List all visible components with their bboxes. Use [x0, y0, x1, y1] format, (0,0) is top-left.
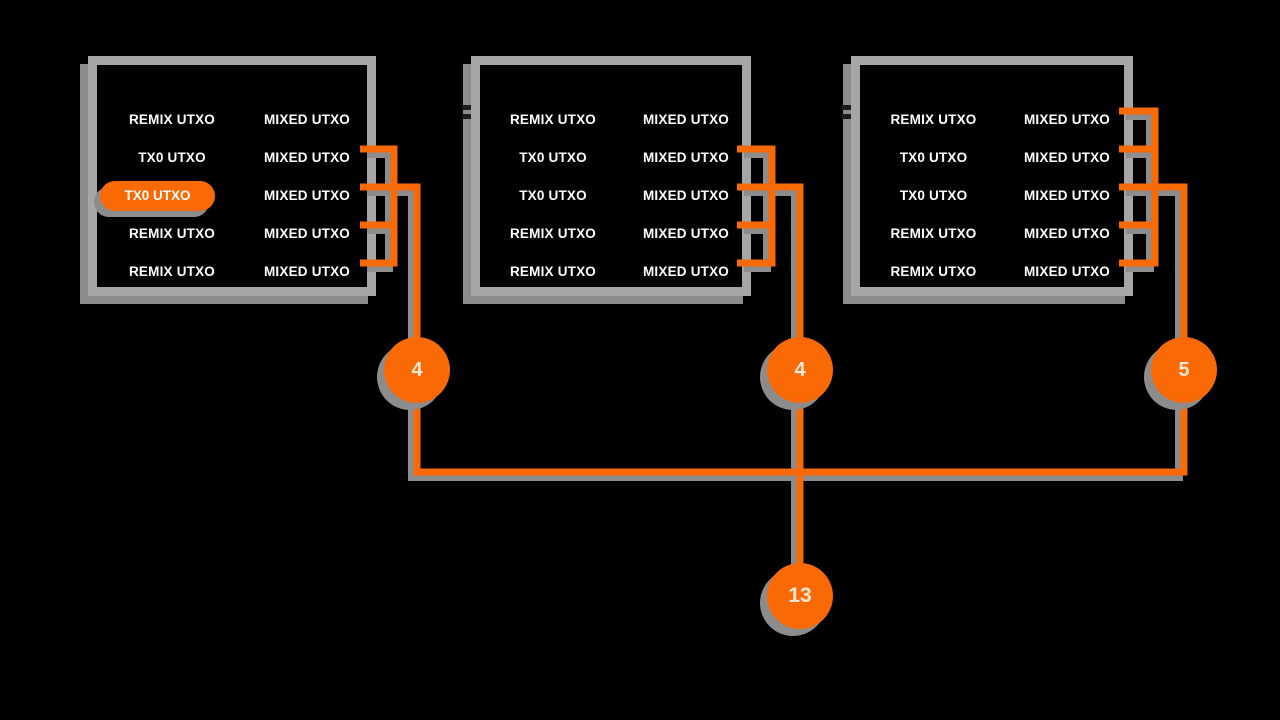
- mixed-utxo-label: MIXED UTXO: [263, 226, 350, 241]
- mixed-utxo-label: MIXED UTXO: [263, 112, 350, 127]
- tx0-utxo-label: TX0 UTXO: [899, 150, 968, 165]
- edge-c3-to-bus: [800, 370, 1188, 476]
- tx0-utxo-label: TX0 UTXO: [138, 150, 206, 165]
- mixed-utxo-label: MIXED UTXO: [1023, 150, 1110, 165]
- mixed-utxo-label: MIXED UTXO: [642, 150, 729, 165]
- remix-utxo-label: REMIX UTXO: [509, 112, 596, 127]
- utxo-row[interactable]: REMIX UTXO MIXED UTXO: [97, 215, 367, 253]
- utxo-row[interactable]: REMIX UTXO MIXED UTXO: [480, 101, 742, 139]
- cycle-2-count-node[interactable]: 4: [767, 337, 833, 403]
- mixed-utxo-label: MIXED UTXO: [642, 264, 729, 279]
- remix-utxo-label: REMIX UTXO: [128, 264, 215, 279]
- utxo-row[interactable]: TX0 UTXO MIXED UTXO: [860, 139, 1124, 177]
- remix-utxo-label: REMIX UTXO: [890, 264, 977, 279]
- mixed-utxo-label: MIXED UTXO: [1023, 264, 1110, 279]
- utxo-row[interactable]: REMIX UTXO MIXED UTXO: [480, 215, 742, 253]
- remix-utxo-label: REMIX UTXO: [128, 226, 215, 241]
- cycle-box-1[interactable]: REMIX UTXO MIXED UTXO TX0 UTXO MIXED UTX…: [88, 56, 376, 296]
- mixed-utxo-label: MIXED UTXO: [642, 112, 729, 127]
- utxo-row[interactable]: TX0 UTXO MIXED UTXO: [480, 139, 742, 177]
- tx0-utxo-label: TX0 UTXO: [519, 188, 587, 203]
- utxo-row[interactable]: REMIX UTXO MIXED UTXO: [860, 215, 1124, 253]
- mixed-utxo-label: MIXED UTXO: [1023, 188, 1110, 203]
- remix-utxo-label: REMIX UTXO: [890, 112, 977, 127]
- mixed-utxo-label: MIXED UTXO: [263, 188, 350, 203]
- cycle-1-count-node[interactable]: 4: [384, 337, 450, 403]
- remix-utxo-label: REMIX UTXO: [509, 264, 596, 279]
- cycle-3-input-marker: [842, 114, 851, 119]
- tx0-utxo-selected-pill[interactable]: TX0 UTXO: [100, 181, 215, 211]
- mixed-utxo-label: MIXED UTXO: [642, 226, 729, 241]
- mixed-utxo-label: MIXED UTXO: [263, 150, 350, 165]
- cycle-box-3[interactable]: REMIX UTXO MIXED UTXO TX0 UTXO MIXED UTX…: [851, 56, 1133, 296]
- cycle-2-input-marker: [462, 114, 471, 119]
- cycle-3-input-marker: [842, 105, 851, 110]
- cycle-3-count-node[interactable]: 5: [1151, 337, 1217, 403]
- tx0-utxo-label: TX0 UTXO: [519, 150, 587, 165]
- utxo-rows-3: REMIX UTXO MIXED UTXO TX0 UTXO MIXED UTX…: [860, 65, 1124, 287]
- utxo-row[interactable]: REMIX UTXO MIXED UTXO: [97, 253, 367, 291]
- edge-c1-to-bus: [413, 370, 800, 476]
- utxo-row[interactable]: REMIX UTXO MIXED UTXO: [860, 101, 1124, 139]
- cycle-2-input-marker: [462, 105, 471, 110]
- utxo-rows-2: REMIX UTXO MIXED UTXO TX0 UTXO MIXED UTX…: [480, 65, 742, 287]
- utxo-row[interactable]: TX0 UTXO MIXED UTXO: [860, 177, 1124, 215]
- utxo-row[interactable]: REMIX UTXO MIXED UTXO: [480, 253, 742, 291]
- remix-utxo-label: REMIX UTXO: [890, 226, 977, 241]
- mixed-utxo-label: MIXED UTXO: [263, 264, 350, 279]
- mixed-utxo-label: MIXED UTXO: [1023, 226, 1110, 241]
- mixed-utxo-label: MIXED UTXO: [1023, 112, 1110, 127]
- utxo-row[interactable]: REMIX UTXO MIXED UTXO: [97, 101, 367, 139]
- total-count-node[interactable]: 13: [767, 563, 833, 629]
- utxo-row[interactable]: TX0 UTXO MIXED UTXO: [480, 177, 742, 215]
- mixed-utxo-label: MIXED UTXO: [642, 188, 729, 203]
- utxo-row[interactable]: REMIX UTXO MIXED UTXO: [860, 253, 1124, 291]
- remix-utxo-label: REMIX UTXO: [128, 112, 215, 127]
- cycle-box-2[interactable]: REMIX UTXO MIXED UTXO TX0 UTXO MIXED UTX…: [471, 56, 751, 296]
- utxo-rows-1: REMIX UTXO MIXED UTXO TX0 UTXO MIXED UTX…: [97, 65, 367, 287]
- remix-utxo-label: REMIX UTXO: [509, 226, 596, 241]
- utxo-row[interactable]: TX0 UTXO MIXED UTXO: [97, 139, 367, 177]
- tx0-utxo-label: TX0 UTXO: [899, 188, 968, 203]
- utxo-row[interactable]: TX0 UTXO MIXED UTXO: [97, 177, 367, 215]
